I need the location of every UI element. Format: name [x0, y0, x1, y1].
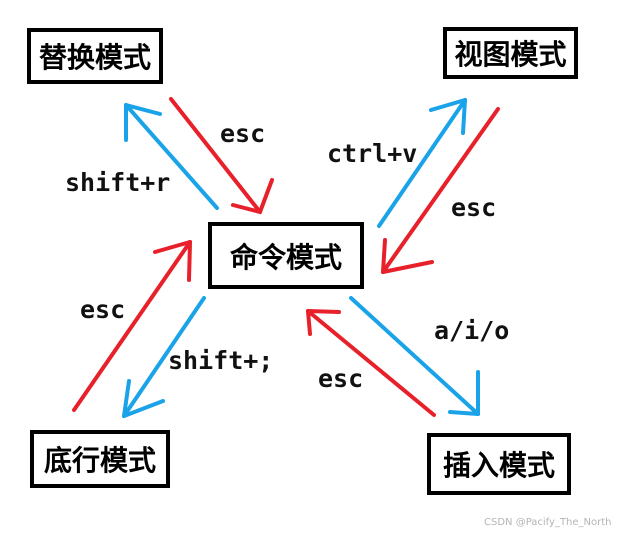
bottom-line-mode-label: 底行模式 [43, 444, 156, 477]
bottom-line-mode-box: 底行模式 [30, 430, 170, 488]
command-to-replace-key-label: shift+r [65, 168, 171, 197]
arrow-bottom-to-command [72, 240, 192, 412]
replace-to-command-key-label: esc [220, 119, 266, 148]
insert-mode-box: 插入模式 [427, 433, 571, 495]
replace-mode-label: 替换模式 [38, 41, 151, 74]
visual-to-command-key-label: esc [451, 193, 497, 222]
insert-to-command-key-label: esc [318, 364, 364, 393]
arrow-replace-to-command [169, 97, 274, 214]
arrow-command-to-bottom [122, 296, 206, 418]
command-to-insert-key-label: a/i/o [434, 316, 510, 345]
arrow-command-to-visual [377, 98, 467, 228]
replace-mode-box: 替换模式 [27, 28, 163, 84]
bottom-line-to-command-key-label: esc [80, 295, 126, 324]
visual-mode-box: 视图模式 [443, 27, 578, 79]
command-to-bottom-line-key-label: shift+; [168, 346, 274, 375]
visual-mode-label: 视图模式 [454, 38, 567, 71]
command-mode-label: 命令模式 [229, 240, 342, 274]
command-to-visual-key-label: ctrl+v [327, 139, 418, 168]
arrow-command-to-insert [349, 296, 480, 416]
insert-mode-label: 插入模式 [442, 449, 555, 482]
arrow-visual-to-command [381, 107, 500, 274]
watermark: CSDN @Pacify_The_North [484, 517, 612, 528]
command-mode-box: 命令模式 [208, 222, 364, 289]
arrow-insert-to-command [306, 309, 436, 417]
arrow-command-to-replace [124, 103, 219, 210]
